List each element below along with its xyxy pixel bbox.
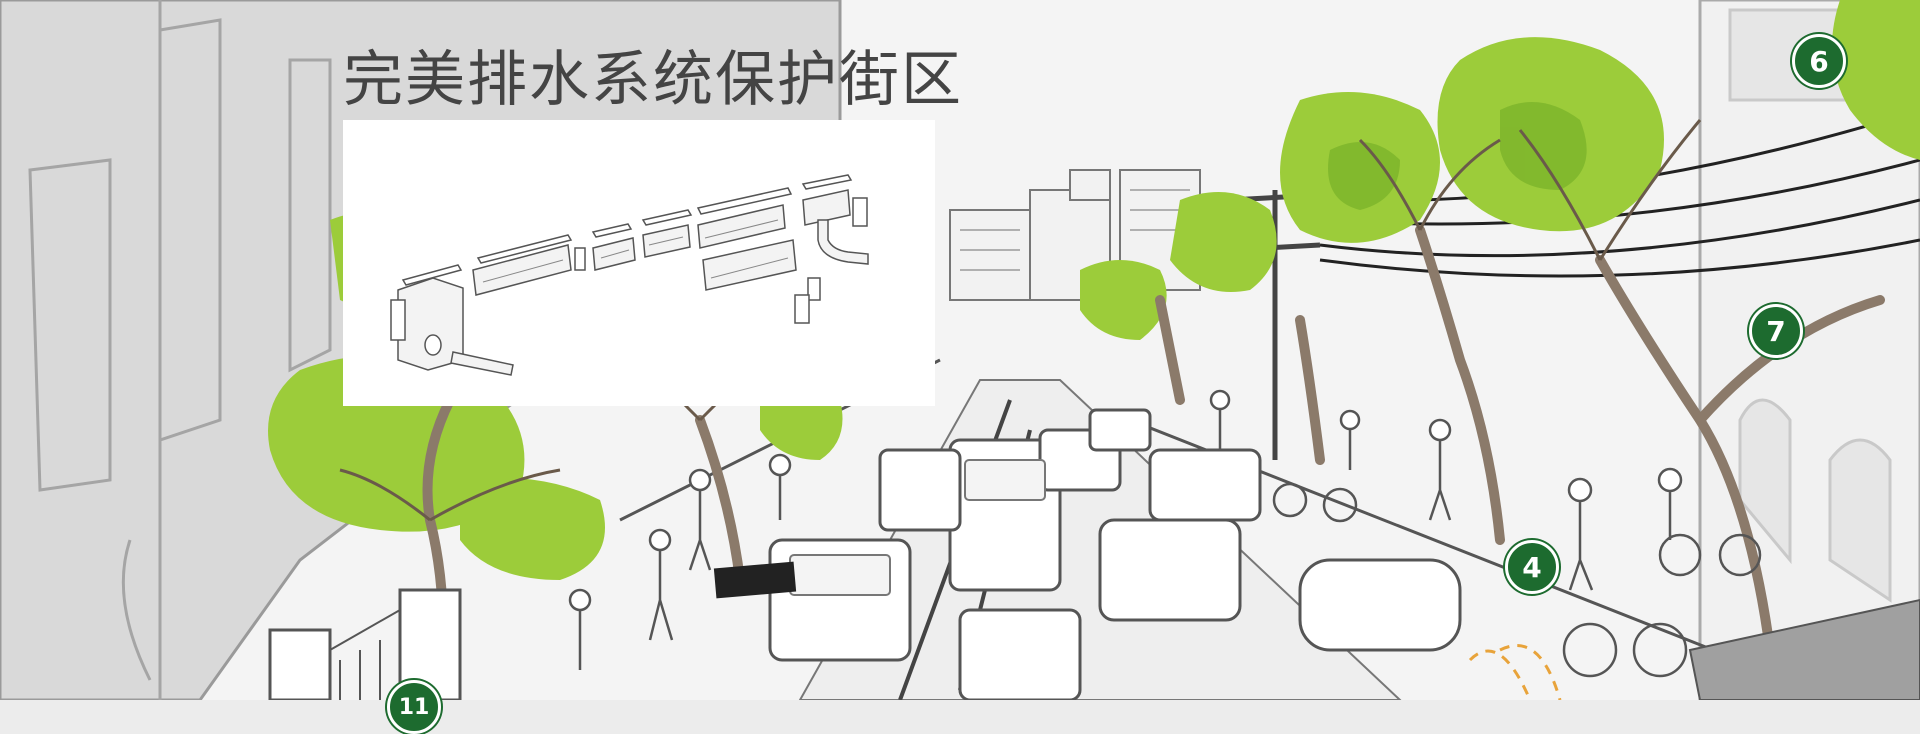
slide-title: 完美排水系统保护街区 — [343, 45, 963, 115]
drainage-channel-components-illustration — [390, 174, 869, 376]
number-badge-7: 7 — [1749, 304, 1803, 358]
drainage-products-panel — [343, 120, 935, 406]
number-badge-4: 4 — [1505, 540, 1559, 594]
number-badge-11: 11 — [387, 680, 441, 734]
number-badge-6: 6 — [1792, 34, 1846, 88]
